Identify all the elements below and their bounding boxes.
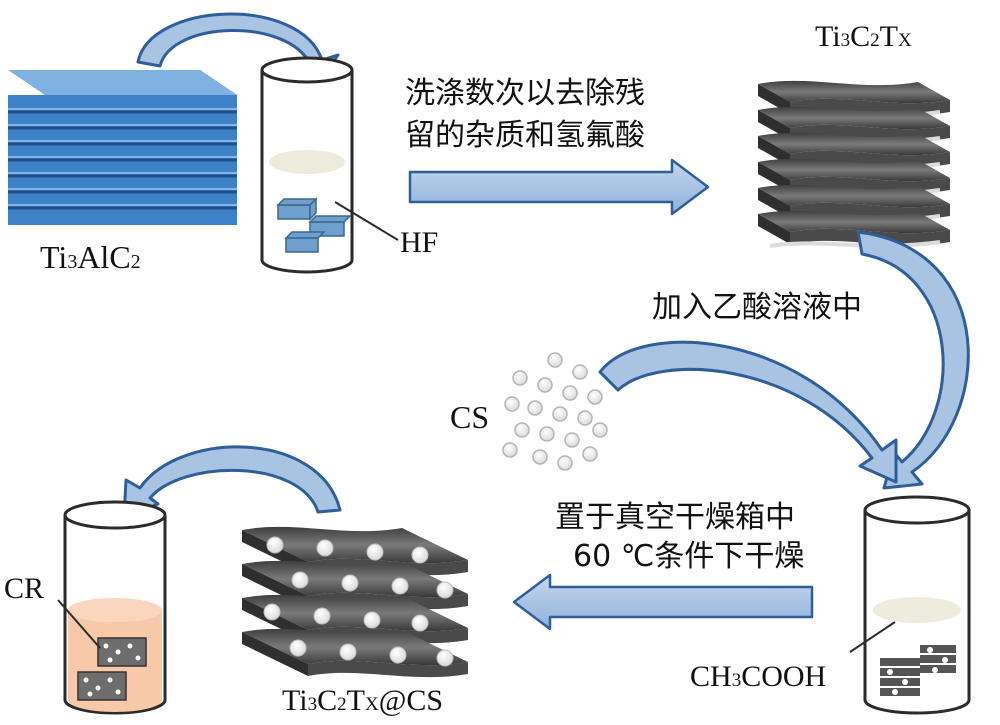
step-wash-line1: 洗涤数次以去除残 [405, 76, 645, 111]
arrow-left [512, 573, 814, 631]
label-composite: Ti3C2TX@CS [282, 684, 443, 717]
max-cubes [276, 197, 352, 253]
label-cr: CR [4, 572, 44, 605]
arrow-right [408, 158, 710, 216]
beaker-ch3cooh [849, 495, 971, 715]
hf-liquid-surface [269, 150, 345, 174]
label-cs: CS [450, 399, 489, 435]
label-ch3cooh: CH3COOH [690, 660, 826, 693]
step-wash-line2: 留的杂质和氢氟酸 [405, 118, 645, 153]
step-dry-line2: 60 ℃条件下干燥 [573, 539, 804, 574]
beaker-cr [57, 500, 167, 715]
composite-cs-dots [263, 536, 454, 667]
label-ti3c2tx: Ti3C2TX [815, 20, 912, 53]
cr-composite-blocks [77, 637, 147, 701]
cs-particles [502, 352, 608, 471]
step-add-acid: 加入乙酸溶液中 [652, 290, 862, 325]
ti3c2tx-sheets [756, 80, 952, 248]
acid-liquid-surface [873, 597, 961, 623]
curved-arrow-4 [122, 445, 342, 520]
curved-arrow-2 [856, 230, 970, 490]
composite-small-stacks [880, 645, 956, 696]
label-ti3alc2: Ti3AlC2 [40, 239, 141, 275]
label-hf: HF [400, 226, 438, 259]
step-dry-line1: 置于真空干燥箱中 [555, 500, 795, 535]
beaker-hf [260, 56, 399, 274]
curved-arrow-3 [598, 340, 898, 484]
ti3alc2-block [8, 70, 237, 225]
composite-sheets [242, 526, 468, 678]
